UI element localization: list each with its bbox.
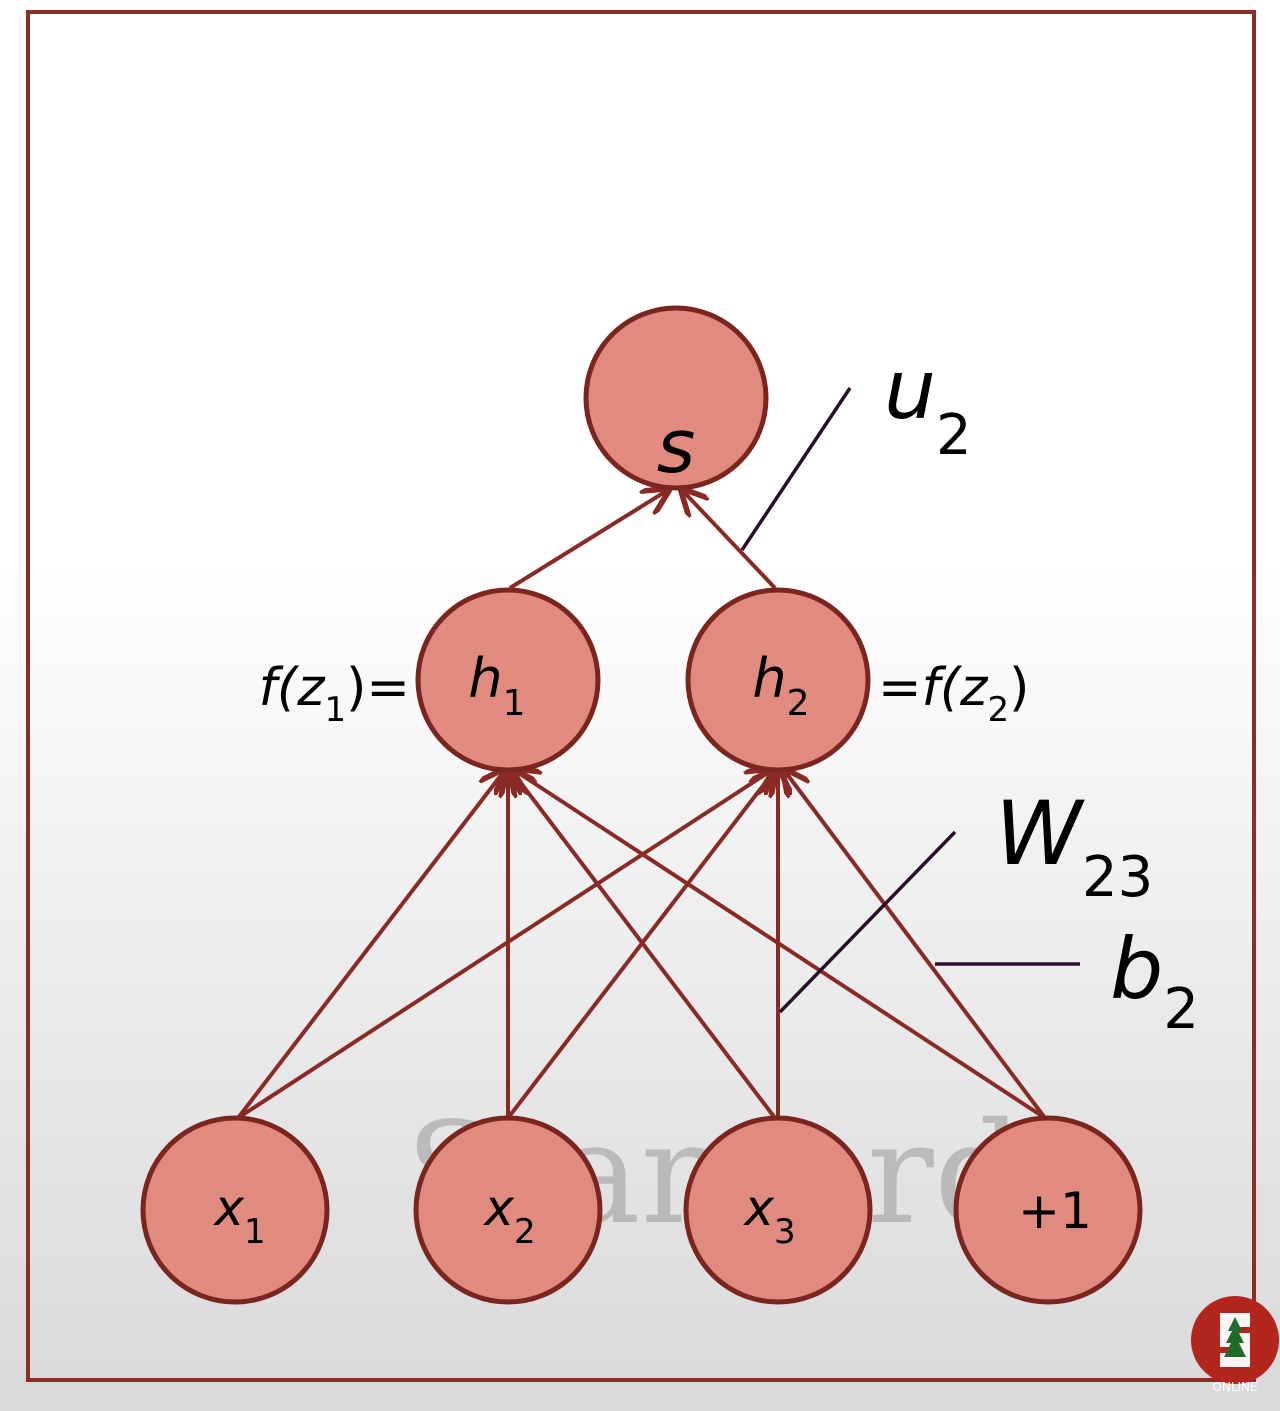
node-h2: h2 <box>685 587 871 773</box>
node-x1: x1 <box>140 1115 330 1305</box>
node-x2: x2 <box>413 1115 603 1305</box>
edge-bias-h2 <box>784 770 1047 1120</box>
node-bias: +1 <box>953 1115 1143 1305</box>
node-h2-label: h2 <box>752 647 809 724</box>
w23-pointer <box>778 830 957 1014</box>
edge-h2-s <box>682 490 777 590</box>
f-z2-label: =f(z2) <box>878 658 1029 730</box>
edge-h1-s <box>508 490 668 590</box>
node-h1-label: h1 <box>468 647 525 724</box>
edge-x2-h2 <box>506 770 775 1120</box>
diagram-frame <box>26 10 1256 1382</box>
u2-pointer <box>740 387 852 551</box>
edge-x1-h2 <box>236 770 772 1120</box>
node-x3-label: x3 <box>742 1179 795 1252</box>
f-z1-label: f(z1)= <box>259 658 410 730</box>
w23-label: W23 <box>995 782 1153 910</box>
node-x1-label: x1 <box>212 1179 265 1252</box>
stanford-online-logo: ONLINE <box>1191 1296 1279 1394</box>
node-x2-label: x2 <box>482 1179 535 1252</box>
logo-online-text: ONLINE <box>1212 1380 1257 1394</box>
b2-label: b2 <box>1110 920 1199 1042</box>
node-s: s <box>583 305 769 491</box>
node-x3: x3 <box>683 1115 873 1305</box>
edge-x1-h1 <box>236 770 505 1120</box>
u2-label: u2 <box>884 343 972 468</box>
node-h1: h1 <box>415 587 601 773</box>
node-s-label: s <box>657 404 696 490</box>
node-bias-label: +1 <box>1018 1182 1092 1240</box>
